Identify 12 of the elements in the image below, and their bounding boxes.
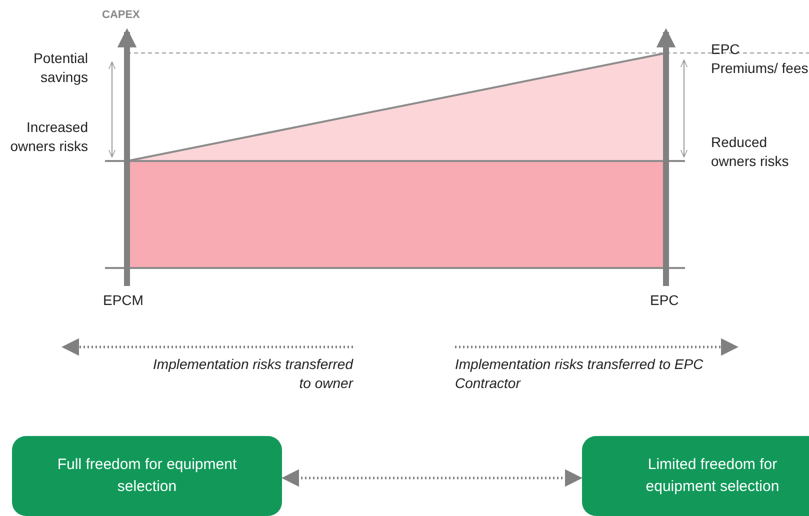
axis-label: EPCM	[103, 291, 144, 310]
arrow-caption: Implementation risks transferred to EPC Contractor	[455, 355, 704, 393]
axis-annotation: EPC Premiums/ fees	[711, 40, 809, 78]
process-box: Full freedom for equipment selection	[12, 436, 282, 516]
axis-label: EPC	[650, 291, 680, 310]
process-box: Limited freedom for equipment selection	[582, 436, 809, 516]
axis-annotation: Increased owners risks	[9, 118, 88, 156]
arrow-caption: Implementation risks transferred to owner	[152, 355, 353, 393]
axis-title: CAPEX	[102, 8, 141, 23]
axis-annotation: Potential savings	[32, 49, 88, 87]
double-arrow	[282, 469, 582, 487]
axis-annotation: Reduced owners risks	[711, 133, 790, 171]
